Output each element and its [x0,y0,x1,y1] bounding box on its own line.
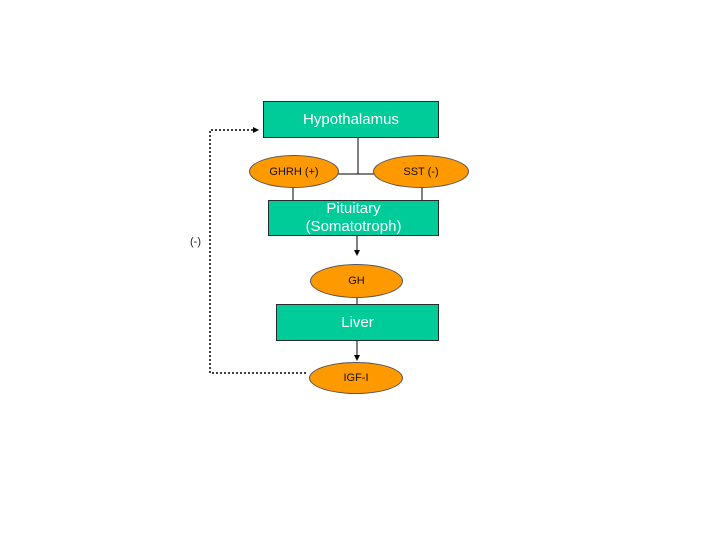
pituitary-label: Pituitary (Somatotroph) [306,200,402,236]
sst-oval: SST (-) [373,155,469,188]
ghrh-label: GHRH (+) [269,165,319,178]
igf1-oval: IGF-I [309,362,403,394]
hypothalamus-label: Hypothalamus [303,110,399,128]
feedback-dotted-arrow [209,127,306,374]
feedback-label: (-) [190,236,201,248]
hypothalamus-box: Hypothalamus [263,101,439,138]
gh-oval: GH [310,264,403,298]
liver-box: Liver [276,304,439,341]
liver-label: Liver [341,313,374,331]
pituitary-label-line1: Pituitary [326,200,381,217]
igf1-label: IGF-I [343,372,369,384]
pituitary-box: Pituitary (Somatotroph) [268,200,439,236]
pituitary-label-line2: (Somatotroph) [305,218,402,235]
sst-label: SST (-) [403,165,439,178]
gh-label: GH [348,275,365,287]
ghrh-oval: GHRH (+) [249,155,339,188]
